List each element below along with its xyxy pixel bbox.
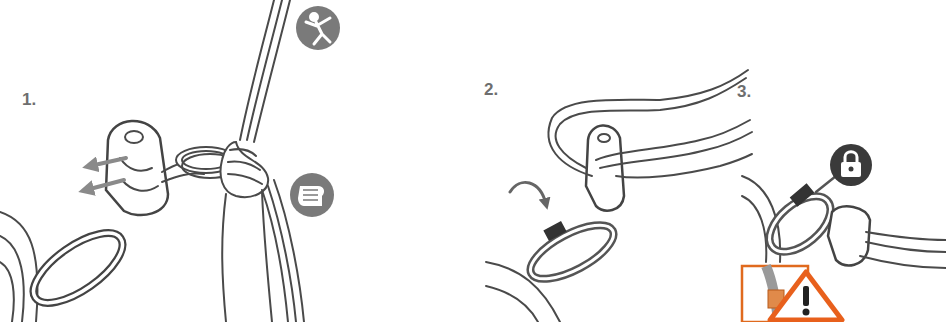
device-cam xyxy=(120,158,158,191)
hand xyxy=(221,142,269,197)
warning-inset xyxy=(742,266,842,322)
panel-three xyxy=(742,176,946,268)
rope xyxy=(596,120,752,168)
step-number: 2. xyxy=(484,80,498,100)
carabiner xyxy=(760,186,841,263)
screw-gate xyxy=(791,185,813,206)
carabiner-highlight xyxy=(523,215,621,290)
motion-arrow xyxy=(86,180,124,190)
panel-one xyxy=(0,0,304,322)
harness-strap xyxy=(0,212,38,322)
harness-strap xyxy=(0,236,24,322)
screw-gate xyxy=(545,222,566,239)
carabiner xyxy=(23,220,133,316)
belay-device xyxy=(106,121,168,215)
step-number: 1. xyxy=(22,90,36,110)
lock-pointer xyxy=(816,176,836,192)
carabiner-highlight xyxy=(23,220,133,316)
rope xyxy=(240,0,290,142)
fist-icon xyxy=(290,173,334,217)
panel-two xyxy=(486,70,752,322)
rope xyxy=(860,232,946,268)
rope xyxy=(616,154,752,178)
step-number: 3. xyxy=(737,82,751,102)
lock-icon xyxy=(830,144,872,186)
device-hole xyxy=(598,134,610,142)
rotation-arrow xyxy=(510,182,546,204)
harness-strap xyxy=(486,262,560,322)
belay-device xyxy=(586,125,624,210)
device-hole xyxy=(125,131,143,143)
climber-icon xyxy=(296,6,340,50)
carabiner-highlight xyxy=(760,186,841,263)
rope xyxy=(556,78,746,168)
motion-arrow xyxy=(90,158,126,166)
harness-strap xyxy=(0,262,14,322)
arm xyxy=(222,192,272,322)
carabiner xyxy=(523,215,621,290)
finger-lines xyxy=(228,149,262,184)
